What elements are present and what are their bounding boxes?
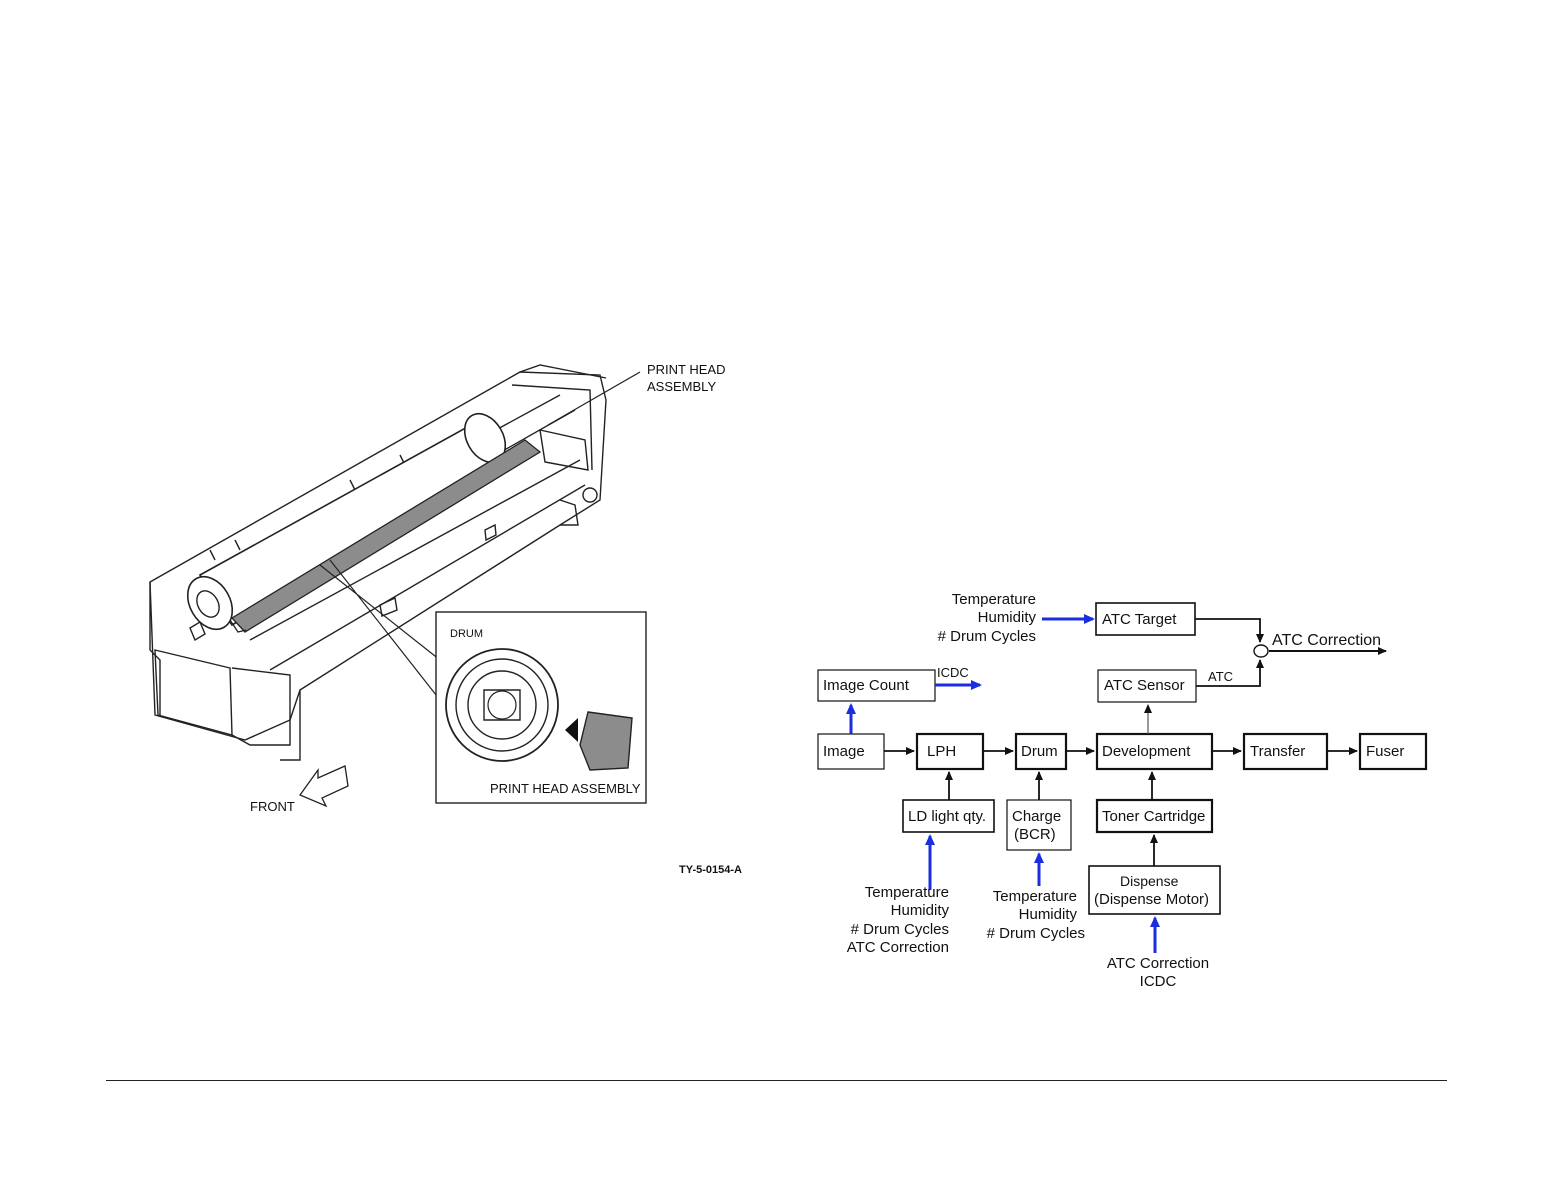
svg-text:Drum: Drum	[1021, 743, 1058, 760]
svg-text:ATC Sensor: ATC Sensor	[1104, 677, 1185, 694]
inputs-ld: Temperature Humidity # Drum Cycles ATC C…	[847, 884, 950, 956]
svg-text:# Drum Cycles: # Drum Cycles	[987, 925, 1085, 942]
svg-text:Temperature: Temperature	[952, 591, 1036, 608]
box-atc-target: ATC Target	[1095, 602, 1196, 636]
svg-text:Fuser: Fuser	[1366, 743, 1404, 760]
inputs-top: Temperature Humidity # Drum Cycles	[938, 591, 1037, 645]
front-arrow-icon	[298, 765, 349, 808]
icdc-output-label: ICDC	[937, 665, 969, 680]
atc-correction-output: ATC Correction	[1272, 632, 1381, 649]
inputs-dispense: ATC Correction ICDC	[1107, 955, 1209, 990]
svg-text:LD light qty.: LD light qty.	[908, 808, 986, 825]
box-lph: LPH	[915, 732, 985, 771]
svg-text:Temperature: Temperature	[993, 888, 1077, 905]
atc-flow-diagram: ATC Target Image Count ATC Sensor Image …	[817, 591, 1428, 990]
drum-roller	[186, 412, 512, 631]
print-head-illustration: PRINT HEAD ASSEMBLY DRUM PRINT HEAD ASSE…	[149, 362, 742, 876]
inset-drum-label: DRUM	[450, 628, 483, 640]
print-head-callout-line2: ASSEMBLY	[647, 379, 716, 394]
inset-leader	[319, 559, 441, 701]
print-head-leader	[547, 371, 641, 426]
svg-text:Image Count: Image Count	[823, 677, 910, 694]
box-fuser: Fuser	[1358, 732, 1428, 771]
svg-text:ATC Target: ATC Target	[1102, 611, 1177, 628]
inputs-charge: Temperature Humidity # Drum Cycles	[987, 888, 1085, 942]
svg-text:Humidity: Humidity	[1019, 906, 1078, 923]
box-drum: Drum	[1014, 732, 1068, 771]
svg-text:Humidity: Humidity	[891, 902, 950, 919]
svg-text:LPH: LPH	[927, 743, 956, 760]
print-head-bar	[229, 439, 542, 633]
svg-text:Temperature: Temperature	[865, 884, 949, 901]
svg-text:Transfer: Transfer	[1250, 743, 1305, 760]
svg-text:ATC Correction: ATC Correction	[1107, 955, 1209, 972]
flow-connectors	[884, 618, 1387, 866]
box-image: Image	[817, 733, 885, 770]
svg-text:(Dispense Motor): (Dispense Motor)	[1094, 891, 1209, 908]
box-toner-cartridge: Toner Cartridge	[1095, 798, 1214, 834]
input-arrows	[846, 614, 1160, 953]
box-ld-light: LD light qty.	[902, 799, 995, 833]
svg-text:Dispense: Dispense	[1120, 873, 1179, 889]
svg-text:Charge: Charge	[1012, 808, 1061, 825]
drum-inset	[435, 611, 647, 804]
svg-text:ATC Correction: ATC Correction	[847, 939, 949, 956]
inset-print-head-label: PRINT HEAD ASSEMBLY	[490, 781, 641, 796]
box-charge: Charge (BCR)	[1006, 799, 1072, 851]
svg-text:Humidity: Humidity	[978, 609, 1037, 626]
box-development: Development	[1095, 732, 1214, 771]
summing-junction	[1253, 644, 1269, 658]
box-dispense: Dispense (Dispense Motor)	[1088, 865, 1221, 915]
box-transfer: Transfer	[1242, 732, 1329, 771]
svg-text:# Drum Cycles: # Drum Cycles	[938, 628, 1036, 645]
figure-id: TY-5-0154-A	[679, 864, 742, 876]
box-atc-sensor: ATC Sensor	[1097, 669, 1197, 703]
box-image-count: Image Count	[817, 669, 936, 702]
front-label: FRONT	[250, 799, 295, 814]
svg-text:# Drum Cycles: # Drum Cycles	[851, 921, 949, 938]
print-head-callout-line1: PRINT HEAD	[647, 362, 726, 377]
svg-text:Toner Cartridge: Toner Cartridge	[1102, 808, 1205, 825]
svg-text:ICDC: ICDC	[1140, 973, 1177, 990]
svg-text:(BCR): (BCR)	[1014, 826, 1056, 843]
svg-text:Development: Development	[1102, 743, 1191, 760]
atc-label: ATC	[1208, 669, 1233, 684]
svg-text:Image: Image	[823, 743, 865, 760]
footer-rule	[106, 1080, 1447, 1081]
